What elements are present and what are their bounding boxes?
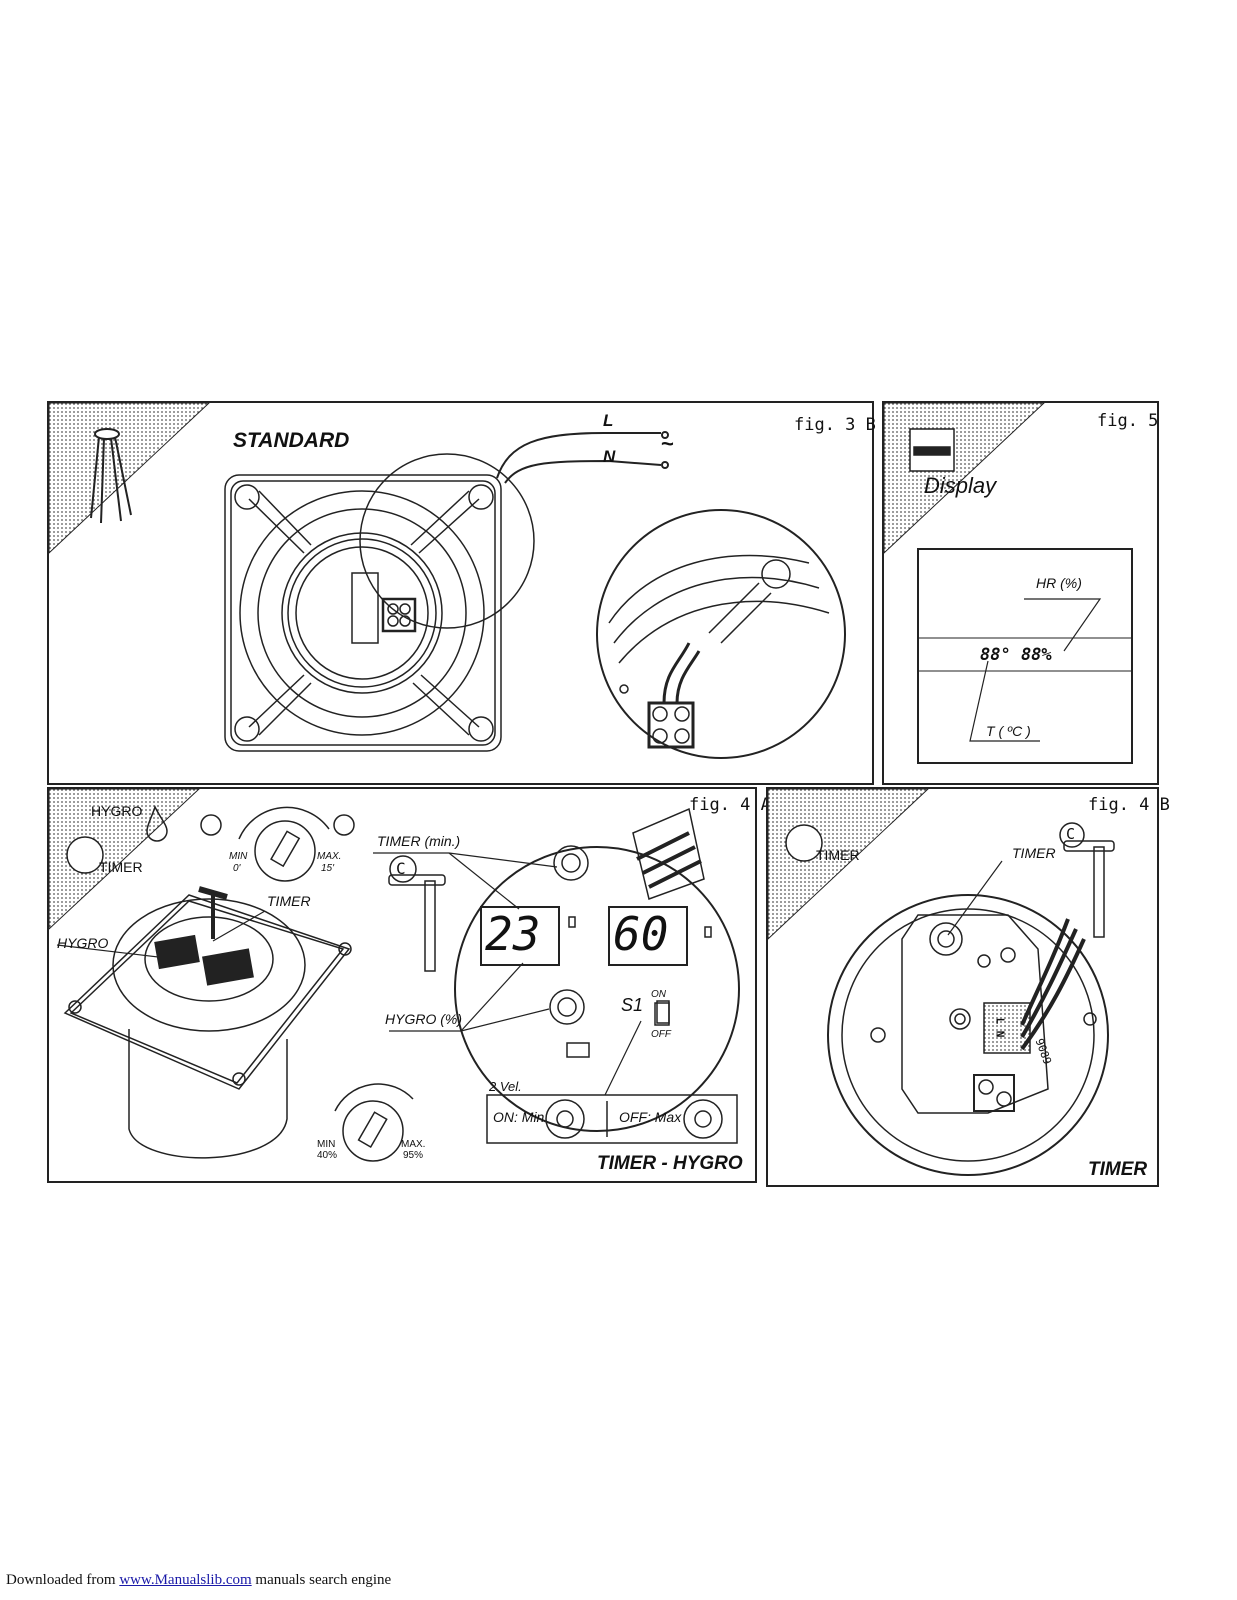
- fig-3b-drawing: [48, 402, 846, 759]
- timer-icon-label: TIMER: [99, 859, 143, 875]
- manualslib-link[interactable]: www.Manualslib.com: [119, 1572, 252, 1588]
- fig-5-label: fig. 5: [1097, 411, 1159, 431]
- fig-5-panel: fig. 5 Display HR (%) 88° 88% T ( ºC ): [882, 401, 1159, 785]
- fig-3b-title: STANDARD: [233, 429, 350, 452]
- line-label-l: L: [603, 411, 614, 430]
- timer-module-board: [827, 894, 1109, 1176]
- fig-4a-panel: fig. 4 A HYGRO TIMER MIN 0' MAX. 15' TIM…: [47, 787, 771, 1183]
- download-footer: Downloaded from www.Manualslib.com manua…: [6, 1572, 391, 1589]
- footer-prefix: Downloaded from: [6, 1572, 120, 1588]
- hygro-callout: HYGRO: [57, 935, 109, 951]
- fig-4a-drawing: [48, 788, 740, 1162]
- footer-suffix: manuals search engine: [251, 1572, 392, 1588]
- hygro-icon-label: HYGRO: [91, 803, 143, 819]
- timer-icon-label: TIMER: [816, 847, 860, 863]
- hr-label: HR (%): [1036, 575, 1082, 591]
- fig-4b-label: fig. 4 B: [1088, 795, 1170, 815]
- ac-symbol: ~: [661, 431, 674, 456]
- fig-4b-title: TIMER: [1088, 1159, 1148, 1180]
- corner-hatch: [48, 402, 211, 555]
- hygro-dial: [334, 1083, 414, 1162]
- s1-label: S1: [621, 995, 644, 1015]
- timer-dial-min-value: 0': [233, 863, 241, 874]
- temperature-label: T ( ºC ): [986, 723, 1031, 739]
- tripod-icon: [90, 428, 132, 524]
- hygro-display-digits: 60: [613, 907, 669, 961]
- off-max-label: OFF: Max: [619, 1109, 682, 1125]
- fig-3b-panel: STANDARD fig. 3 B L N ~: [47, 401, 876, 785]
- display-icon: [909, 428, 955, 472]
- hygro-dial-min-value: 40%: [317, 1150, 338, 1161]
- fig-4a-label: fig. 4 A: [689, 795, 771, 815]
- fig-4b-drawing: [767, 788, 1115, 1176]
- fig-5-drawing: [883, 402, 1133, 764]
- on-min-label: ON: Min: [493, 1109, 545, 1125]
- hygro-dial-max: MAX.: [401, 1139, 426, 1150]
- timer-min-label: TIMER (min.): [377, 833, 461, 849]
- magnified-detail: [596, 509, 846, 759]
- c-key-tool: [1059, 822, 1115, 938]
- s1-switch[interactable]: [654, 1002, 670, 1026]
- hygro-dial-max-value: 95%: [403, 1150, 424, 1161]
- timer-callout: TIMER: [1012, 845, 1056, 861]
- fig-4a-title: TIMER - HYGRO: [597, 1153, 743, 1174]
- timer-dial-min: MIN: [229, 851, 248, 862]
- timer-display-digits: 23: [485, 907, 541, 961]
- c-key-tool: [388, 855, 446, 972]
- timer-dial-max-value: 15': [321, 863, 335, 874]
- drop-icon: [146, 805, 168, 842]
- display-readout: 88° 88%: [980, 645, 1052, 665]
- fig-3b-label: fig. 3 B: [794, 415, 876, 435]
- stopwatch-icon: [785, 824, 823, 862]
- timer-callout: TIMER: [267, 893, 311, 909]
- display-screen: [917, 548, 1133, 764]
- two-speed-label: 2 Vel.: [489, 1079, 522, 1094]
- fig-4b-panel: fig. 4 B TIMER TIMER C L N 9089 TIMER: [766, 787, 1170, 1187]
- leader-lines: [56, 852, 642, 1096]
- hygro-percent-label: HYGRO (%): [385, 1011, 462, 1027]
- s1-on-label: ON: [651, 989, 666, 1000]
- c-key-letter: C: [396, 859, 406, 878]
- neutral-label-n: N: [603, 447, 616, 466]
- s1-off-label: OFF: [651, 1029, 671, 1040]
- terminal-label: L N: [993, 1017, 1007, 1038]
- two-speed-box: [486, 1094, 738, 1144]
- timer-dial-max: MAX.: [317, 851, 342, 862]
- fan-unit: [224, 453, 535, 752]
- c-key-letter: C: [1066, 825, 1076, 843]
- wires: [496, 431, 669, 484]
- timer-dial: [200, 806, 355, 882]
- hygro-dial-min: MIN: [317, 1139, 336, 1150]
- display-label: Display: [924, 473, 997, 498]
- stopwatch-icon: [66, 836, 104, 874]
- fan-3d-view: [63, 886, 352, 1159]
